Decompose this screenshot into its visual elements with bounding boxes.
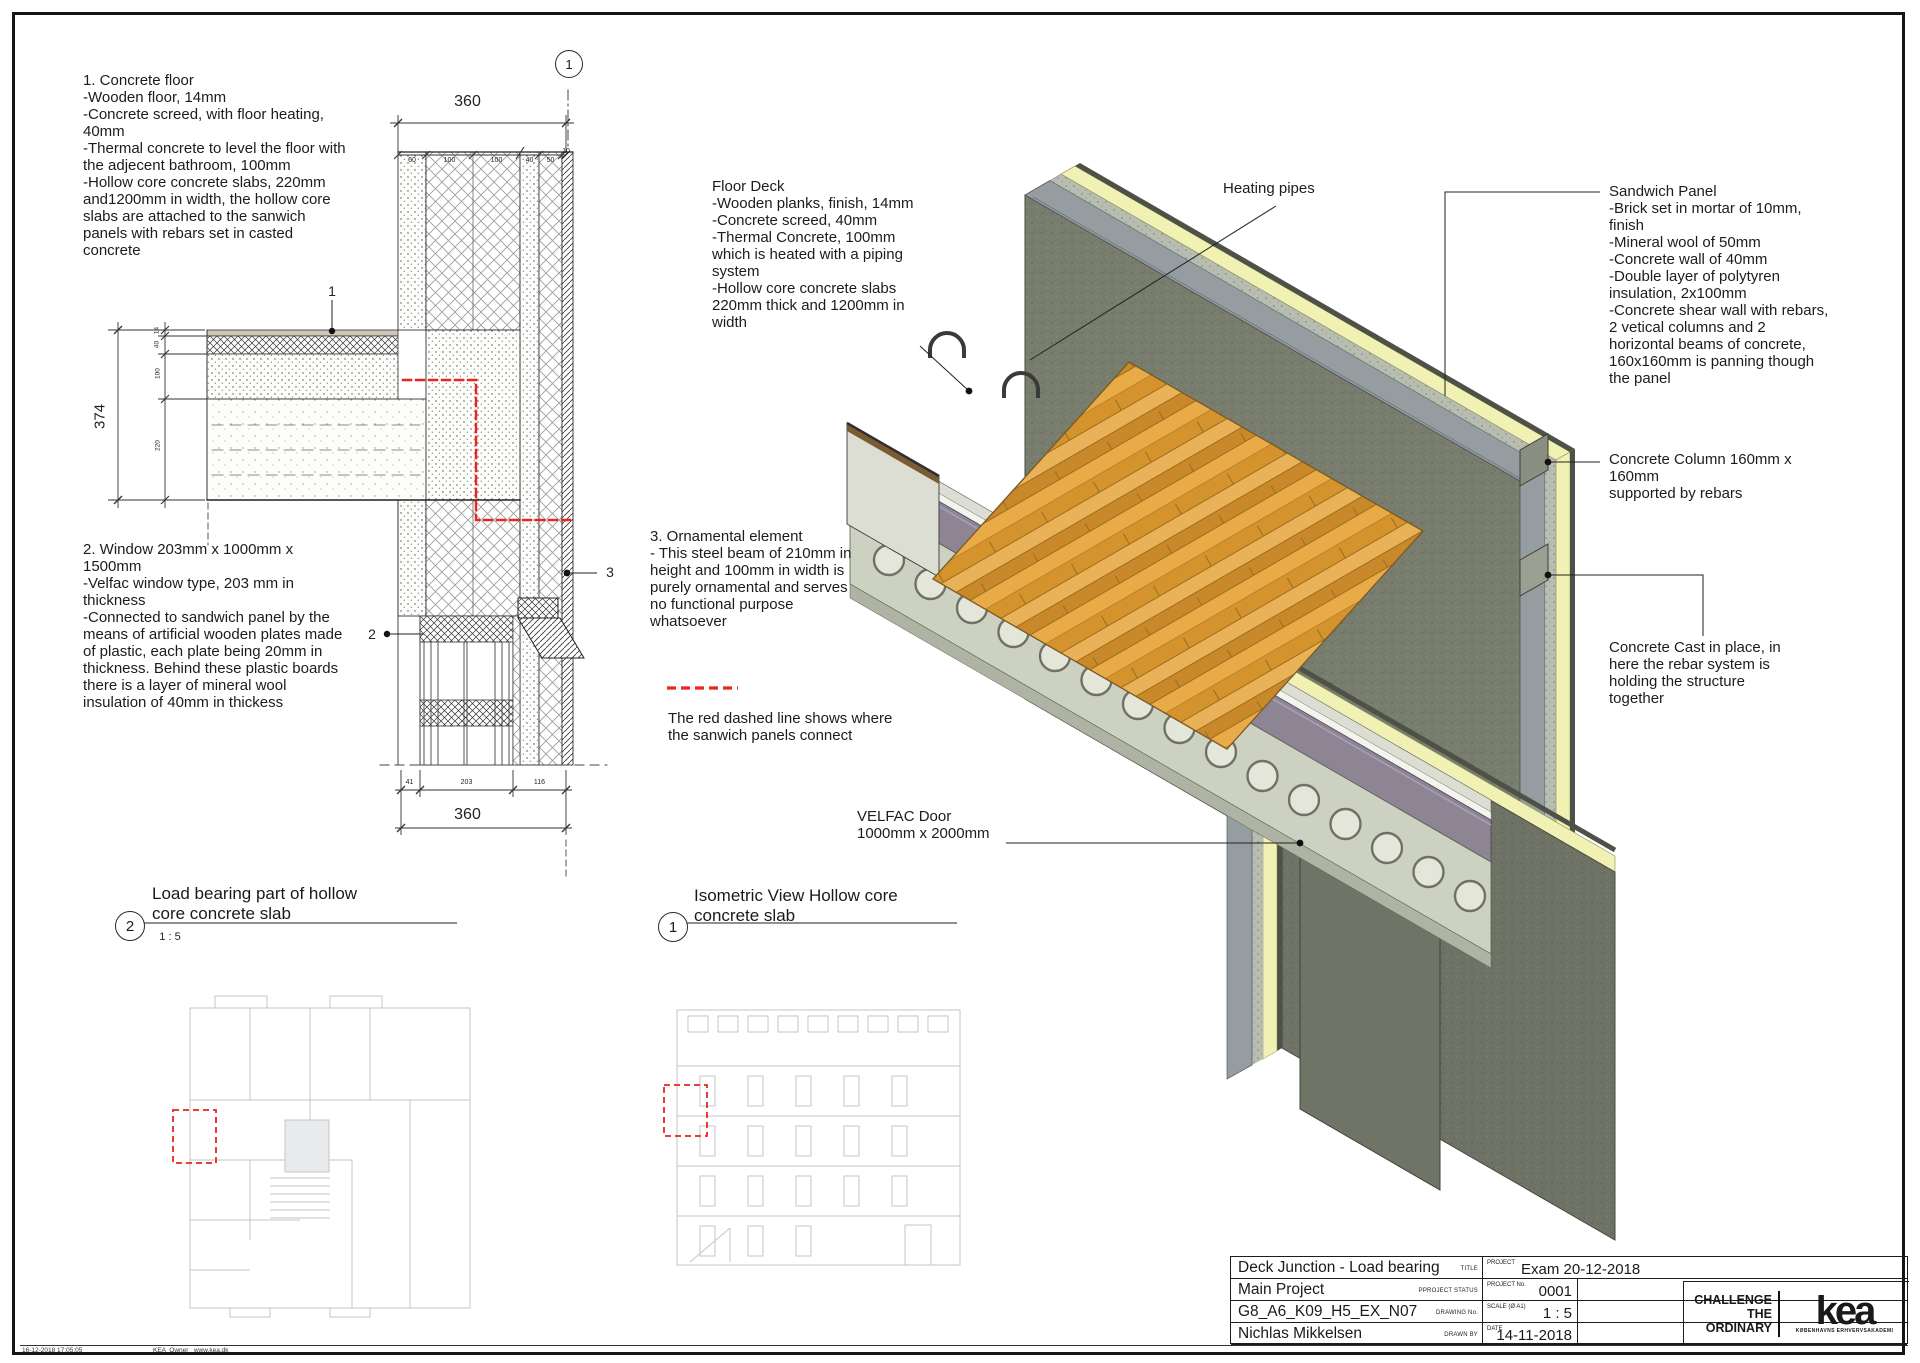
- drawn-by: Nichlas Mikkelsen: [1238, 1325, 1363, 1342]
- isometric-view: [846, 163, 1704, 1241]
- heating-pipes: [928, 331, 1040, 398]
- inner-concrete-leaf-lower: [397, 499, 427, 617]
- dim-bot-203: 203: [460, 779, 473, 786]
- concrete-cast-block: [1519, 543, 1549, 597]
- project-no: 0001: [1538, 1283, 1572, 1300]
- title-block-row-author: Nichlas Mikkelsen DRAWN BY DATE 14-11-20…: [1231, 1323, 1907, 1345]
- footer-owner: KEA Owner www.kea.dk: [153, 1347, 229, 1354]
- title-block: Deck Junction - Load bearing TITLE PROJE…: [1230, 1256, 1909, 1345]
- keynote-2: 2: [368, 626, 376, 642]
- ornamental-steel: [517, 597, 585, 659]
- view2-title: Load bearing part of hollow core concret…: [152, 884, 358, 923]
- dim-seg-100b: 100: [490, 157, 503, 164]
- sheet-title: Deck Junction - Load bearing: [1238, 1259, 1440, 1276]
- project-label: PROJECT: [1487, 1260, 1516, 1266]
- view1-title: Isometric View Hollow core concrete slab: [694, 886, 898, 925]
- title-block-row-drawing: G8_A6_K09_H5_EX_N07 DRAWING No. SCALE (Ø…: [1231, 1301, 1907, 1323]
- keynote-leaders: [328, 300, 597, 638]
- elevation-thumbnail: [663, 1009, 961, 1266]
- project-no-label: PROJECT No.: [1487, 1282, 1526, 1288]
- dim-bottom-overall: 360: [454, 806, 481, 823]
- floor-plan-thumbnail: [172, 995, 471, 1318]
- plan-marker-red: [172, 1109, 217, 1164]
- kea-slogan: CHALLENGE THE ORDINARY: [1684, 1290, 1780, 1337]
- title-block-row-title: Deck Junction - Load bearing TITLE PROJE…: [1231, 1257, 1907, 1279]
- drawn-by-label: DRAWN BY: [1444, 1332, 1478, 1338]
- sheet-border: [12, 12, 1905, 1355]
- footer-timestamp: 16-12-2018 17:05:05: [22, 1347, 83, 1354]
- label-concrete-column: Concrete Column 160mm x 160mm supported …: [1609, 451, 1792, 502]
- thermal-concrete: [206, 353, 399, 400]
- keynote-1: 1: [328, 283, 336, 299]
- elevation-marker-red: [663, 1084, 708, 1137]
- label-velfac-door: VELFAC Door 1000mm x 2000mm: [857, 808, 990, 842]
- label-concrete-cast: Concrete Cast in place, in here the reba…: [1609, 639, 1781, 707]
- project-status-label: PPROJECT STATUS: [1418, 1288, 1478, 1294]
- dim-seg-60: 60: [408, 157, 416, 164]
- title-block-row-status: Main Project PPROJECT STATUS PROJECT No.…: [1231, 1279, 1907, 1301]
- concrete-column-block: [1519, 433, 1549, 487]
- dim-seg-100a: 100: [443, 157, 456, 164]
- section-detail: [206, 89, 608, 881]
- note-ornamental: 3. Ornamental element - This steel beam …: [650, 528, 852, 630]
- section-marker-number: 1: [565, 56, 573, 72]
- date-value: 14-11-2018: [1496, 1327, 1572, 1344]
- view2-circle: 2: [115, 911, 145, 941]
- drawing-no: G8_A6_K09_H5_EX_N07: [1238, 1303, 1418, 1320]
- section-marker-circle: 1: [555, 50, 583, 78]
- scale-label: SCALE (Ø A1): [1487, 1304, 1526, 1310]
- footer-divider: [20, 1345, 1908, 1346]
- kea-logo: kea: [1815, 1288, 1877, 1333]
- view2-number: 2: [125, 917, 135, 935]
- scale-value: 1 : 5: [1542, 1305, 1572, 1322]
- dim-bot-116: 116: [533, 779, 546, 786]
- view1-circle: 1: [658, 912, 688, 942]
- dim-seg-50: 50: [546, 157, 555, 164]
- dim-bot-41: 41: [405, 779, 414, 786]
- dim-seg-40: 40: [525, 157, 534, 164]
- label-sandwich-panel: Sandwich Panel -Brick set in mortar of 1…: [1609, 183, 1829, 387]
- note-window: 2. Window 203mm x 1000mm x 1500mm -Velfa…: [83, 541, 343, 711]
- note-concrete-floor: 1. Concrete floor -Wooden floor, 14mm -C…: [83, 72, 346, 259]
- wood-deck: [931, 361, 1425, 750]
- window-section: [419, 615, 521, 766]
- drawing-no-label: DRAWING No.: [1436, 1310, 1478, 1316]
- project-name: Exam 20-12-2018: [1521, 1261, 1641, 1278]
- view1-number: 1: [668, 918, 678, 936]
- dim-seg-10: 10: [562, 148, 570, 155]
- sheet-title-label: TITLE: [1460, 1266, 1478, 1272]
- dim-top-overall: 360: [454, 93, 481, 110]
- dimension-lines: [108, 115, 574, 835]
- iso-leaders: [919, 191, 1704, 844]
- cast-concrete-joint: [425, 329, 521, 501]
- kea-logo-box: CHALLENGE THE ORDINARY kea KØBENHAVNS ER…: [1683, 1281, 1909, 1345]
- view2-scale: 1 : 5: [159, 931, 181, 943]
- red-panel-joint-line: [401, 378, 575, 522]
- label-heating-pipes: Heating pipes: [1223, 180, 1315, 197]
- kea-logo-subtext: KØBENHAVNS ERHVERVSAKADEMI: [1795, 1327, 1894, 1334]
- keynote-3: 3: [606, 564, 614, 580]
- project-status: Main Project: [1238, 1281, 1325, 1298]
- hollow-core-slab: [206, 398, 427, 501]
- date-label: DATE: [1487, 1326, 1503, 1332]
- note-floor-deck: Floor Deck -Wooden planks, finish, 14mm …: [712, 178, 914, 331]
- inner-concrete-leaf: [397, 151, 427, 331]
- note-red-dashed: The red dashed line shows where the sanw…: [668, 710, 893, 744]
